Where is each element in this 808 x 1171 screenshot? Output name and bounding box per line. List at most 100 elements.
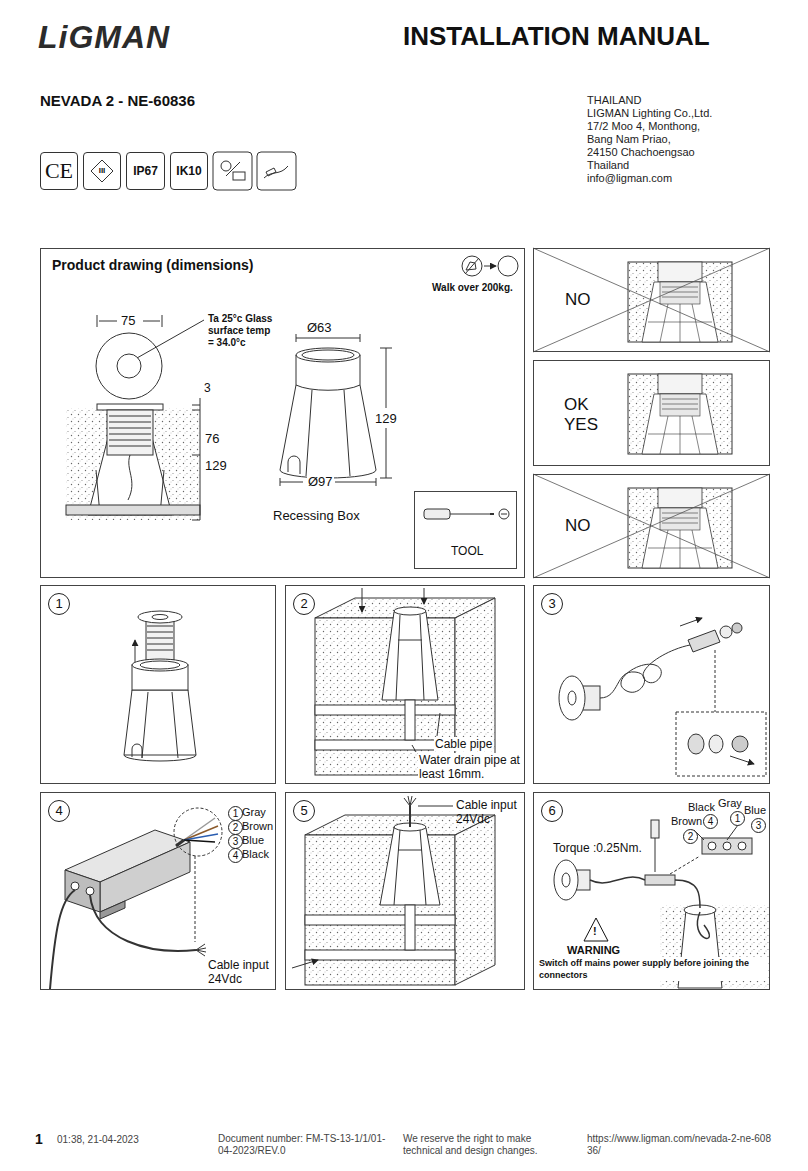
dimension: 75	[121, 313, 135, 329]
step-2-drawing-part	[405, 700, 415, 740]
dimension: 3	[203, 381, 212, 395]
panel-title: Product drawing (dimensions)	[52, 257, 253, 274]
product-drawing-part	[280, 482, 303, 483]
product-drawing-part	[296, 385, 360, 390]
step-2-drawing-part	[396, 615, 400, 700]
step-5-drawing-part	[305, 915, 455, 925]
step-2-drawing-part	[394, 607, 426, 615]
step-1-drawing-part	[132, 659, 188, 671]
class-icon: III	[83, 152, 121, 190]
step-number: 3	[541, 593, 563, 615]
verdict-text: OK YES	[564, 395, 604, 435]
address-line: Thailand	[587, 159, 629, 172]
icon-text: IK10	[176, 164, 201, 178]
product-drawing-part	[386, 348, 387, 408]
step-4-drawing-part	[184, 826, 218, 840]
step-1-drawing-part	[152, 615, 168, 620]
step-5-drawing-part	[409, 806, 411, 827]
product-drawing-part	[499, 509, 509, 519]
callout-number: 1	[730, 811, 745, 826]
warning-title: WARNING	[566, 944, 621, 957]
product-drawing-part	[490, 513, 494, 515]
product-drawing-part	[192, 520, 200, 521]
wire-name: Blue	[242, 834, 264, 847]
icon-text: III	[99, 166, 106, 176]
wire-name: Black	[688, 801, 715, 814]
product-drawing-part	[296, 338, 360, 339]
product-drawing-part	[109, 446, 151, 447]
step-1-drawing-part	[135, 640, 136, 662]
verdict-text: NO	[563, 290, 593, 310]
step-4-drawing-part	[176, 840, 184, 846]
step-6-drawing-part	[655, 838, 656, 872]
header-icons-part	[213, 152, 252, 190]
product-drawing-part	[498, 256, 518, 276]
product-drawing-part	[109, 422, 151, 423]
product-drawing-part	[200, 398, 201, 520]
step-2-drawing-part	[437, 713, 440, 736]
step-3-drawing-part	[720, 626, 732, 638]
header-icons-part	[266, 168, 276, 176]
product-drawing-part	[162, 315, 163, 327]
step-3-drawing-part	[676, 712, 766, 776]
product-url: https://www.ligman.com/nevada-2-ne-608 3…	[587, 1133, 782, 1157]
header-icons-part	[226, 162, 240, 176]
step-5-drawing-part	[420, 830, 426, 905]
part-name: Water drain pipe at least 16mm.	[418, 753, 524, 781]
tool-box: TOOL	[414, 491, 517, 569]
step-number: 4	[48, 800, 70, 822]
step-1-drawing-part	[147, 638, 173, 639]
position-check-part	[628, 488, 732, 568]
product-drawing-part	[192, 410, 200, 411]
product-drawing-part	[96, 333, 162, 399]
step-3-drawing-part	[600, 645, 690, 698]
product-drawing-part	[288, 456, 300, 474]
step-6-drawing-part	[723, 842, 731, 850]
product-drawing-part	[97, 404, 163, 410]
step-6-drawing-part	[697, 912, 709, 938]
step-panel: 1	[40, 585, 276, 784]
step-5-drawing-part	[455, 815, 495, 985]
tool-label: TOOL	[451, 544, 483, 558]
step-5-drawing-part	[410, 798, 416, 806]
product-drawing-part	[462, 256, 482, 276]
wire-name: Black	[242, 848, 269, 861]
icon-text: CE	[45, 158, 73, 184]
check-panel: OK YES	[533, 360, 770, 466]
load-note: Walk over 200kg.	[432, 282, 513, 294]
torque-note: Torque :0.25Nm.	[553, 841, 642, 855]
wire-name: Gray	[718, 797, 742, 810]
step-2-drawing-part	[412, 745, 416, 752]
dimension: 129	[204, 458, 228, 474]
product-drawing-part	[465, 258, 479, 274]
step-1-drawing-part	[140, 661, 180, 669]
step-3-drawing-part	[730, 756, 754, 764]
step-2-drawing-part	[382, 612, 438, 700]
step-4-drawing-part	[65, 870, 100, 912]
step-3-drawing-part	[680, 618, 702, 626]
address-line: Bang Nam Priao,	[587, 133, 671, 146]
position-check-part	[533, 474, 770, 578]
check-panel: NO	[533, 248, 770, 352]
page-number: 1	[35, 1131, 43, 1148]
dimension: 76	[204, 431, 220, 447]
brand-logo: LiGMAN	[38, 18, 170, 56]
step-6-drawing-part	[590, 877, 645, 883]
step-4-drawing-part	[50, 890, 75, 989]
step-1-drawing-part	[147, 650, 173, 651]
step-4-drawing-part	[196, 950, 205, 956]
step-4-drawing-part	[90, 895, 196, 951]
print-date: 01:38, 21-04-2023	[57, 1134, 139, 1146]
step-5-drawing-part	[408, 796, 410, 806]
position-check-part	[628, 262, 732, 342]
step-4-drawing-part	[196, 948, 206, 950]
wire-name: Blue	[744, 804, 766, 817]
step-5-drawing-part	[418, 806, 453, 807]
position-check-part	[533, 248, 770, 352]
step-6-drawing-part	[645, 875, 675, 885]
step-6-drawing-part	[670, 856, 700, 874]
step-3-drawing-part	[709, 735, 723, 753]
part-name: Cable pipe	[434, 737, 493, 751]
step-1-drawing-part	[146, 620, 174, 660]
step-3-drawing-part	[732, 736, 748, 752]
